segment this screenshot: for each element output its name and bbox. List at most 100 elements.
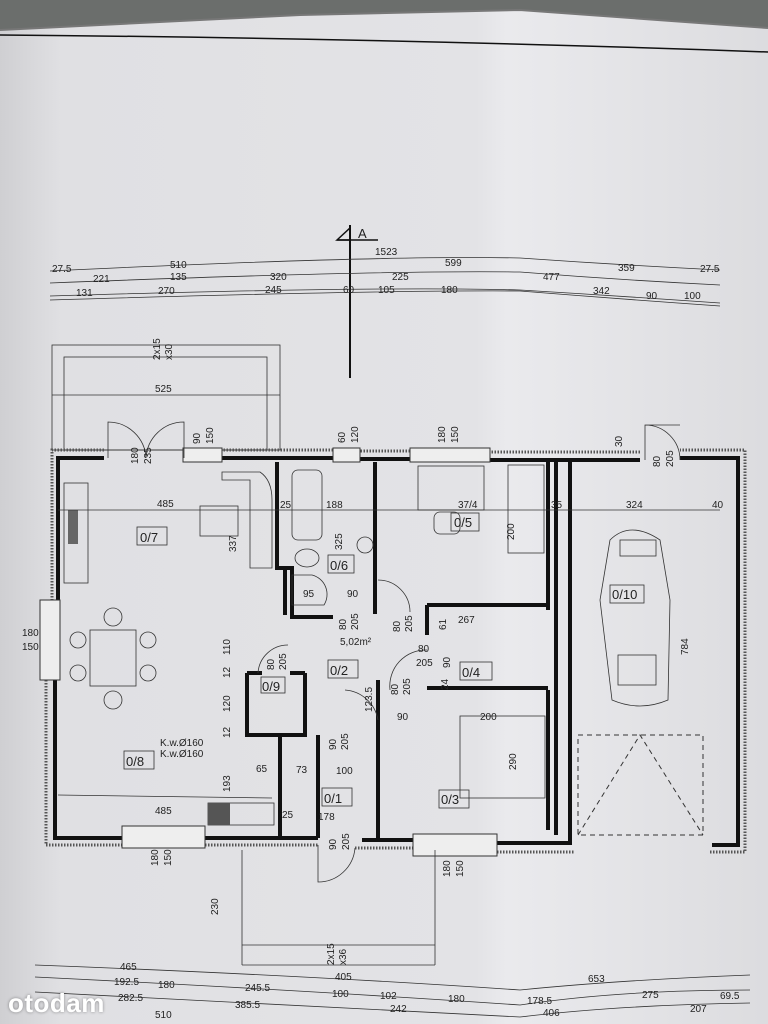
dim-label: 485: [157, 499, 174, 510]
dim-label: 180: [442, 860, 453, 877]
chimney-label: K.w.Ø160: [160, 749, 204, 760]
dim-label: 267: [458, 615, 475, 626]
dim-label: 290: [508, 753, 519, 770]
dim-label: 205: [350, 613, 361, 630]
dim-label: 205: [665, 450, 676, 467]
dim-label: 90: [397, 712, 409, 723]
terrace-steps-depth: x30: [164, 343, 175, 360]
dim-label: 120: [350, 426, 361, 443]
dim-label: 30: [614, 435, 625, 447]
dim-label: 180: [441, 285, 458, 296]
entry-path: 230 2x15 x36: [210, 850, 436, 966]
room-label: 0/3: [441, 792, 459, 807]
dim-label: 150: [450, 426, 461, 443]
toilet: [294, 548, 320, 568]
watermark-logo: otodam: [8, 988, 105, 1018]
room-label: 0/4: [462, 665, 480, 680]
hall-area: 5,02m²: [340, 637, 372, 648]
chimney-label: K.w.Ø160: [160, 738, 204, 749]
dim-label: 188: [326, 500, 343, 511]
dim-label: 235: [143, 447, 154, 464]
shower: [291, 574, 328, 606]
dim-label: 784: [680, 638, 691, 655]
dim-label: 282.5: [118, 993, 143, 1004]
dim-label: 27.5: [52, 264, 72, 275]
sofa: [221, 471, 273, 569]
dim-label: 102: [380, 991, 397, 1002]
dim-label: 180: [150, 849, 161, 866]
dim-label: 205: [402, 678, 413, 695]
dim-label: 510: [170, 260, 187, 271]
dim-label: 180: [158, 980, 175, 991]
dim-label: 90: [347, 589, 359, 600]
chair: [103, 607, 123, 627]
dim-label: 65: [256, 764, 268, 775]
exterior-insulation: [44, 448, 747, 854]
dim-label: 200: [506, 523, 517, 540]
dim-label: 653: [588, 974, 605, 985]
dim-label: 207: [690, 1004, 707, 1015]
coffee-table: [199, 505, 239, 537]
dim-label: 200: [480, 712, 497, 723]
opening-labels: 180 235 90 150 60 120 180 150 80 205 30 …: [22, 426, 676, 877]
dim-label: 40: [712, 500, 724, 511]
dim-label: 12: [222, 666, 233, 678]
section-marker: A: [335, 225, 378, 378]
chair: [69, 631, 87, 649]
dim-label: 90: [192, 432, 203, 444]
dim-label: 325: [334, 533, 345, 550]
dim-label: 245: [265, 285, 282, 296]
furniture: [57, 464, 546, 826]
room-label: 0/8: [126, 754, 144, 769]
dim-label: 324: [626, 500, 643, 511]
chair: [69, 664, 87, 682]
tv-icon: [68, 510, 78, 544]
dim-label: 230: [210, 898, 221, 915]
dim-label: 105: [378, 285, 395, 296]
dim-label: 242: [390, 1004, 407, 1015]
dim-label: 25: [280, 500, 292, 511]
dim-label: 90: [328, 838, 339, 850]
dim-label: 150: [163, 849, 174, 866]
dim-label: 178: [318, 812, 335, 823]
dim-label: 150: [455, 860, 466, 877]
dim-label: 205: [416, 658, 433, 669]
doors: [107, 421, 681, 883]
dim-label: 270: [158, 286, 175, 297]
dim-label: 465: [120, 962, 137, 973]
dim-label: 337: [228, 535, 239, 552]
dim-label: 24: [440, 678, 451, 690]
wardrobe: [507, 464, 545, 554]
room-labels: 0/7 0/6 0/5 0/4 0/10 0/2 0/9 0/8 0/1 0/3…: [123, 512, 645, 809]
dim-overall: 1523: [375, 247, 398, 258]
sink: [356, 536, 374, 554]
dim-label: 477: [543, 272, 560, 283]
dim-label: 485: [155, 806, 172, 817]
dim-label: 69.5: [720, 991, 740, 1002]
dim-label: 120: [222, 695, 233, 712]
exterior-walls: [53, 456, 740, 847]
dim-label: 80: [418, 644, 430, 655]
dim-label: 25: [282, 810, 294, 821]
dim-label: 60: [337, 431, 348, 443]
dim-label: 180: [437, 426, 448, 443]
room-label: 0/6: [330, 558, 348, 573]
dining-table: [89, 629, 137, 687]
dim-label: 359: [618, 263, 635, 274]
dim-label: 221: [93, 274, 110, 285]
dim-label: 110: [222, 639, 233, 655]
dim-label: 342: [593, 286, 610, 297]
dim-label: 80: [266, 658, 277, 670]
dim-label: 150: [205, 427, 216, 444]
dim-label: 123.5: [364, 687, 375, 712]
dim-label: 245.5: [245, 983, 270, 994]
dim-label: 193: [222, 775, 233, 792]
sheet-border: [0, 34, 768, 53]
dim-label: 90: [328, 738, 339, 750]
dim-label: 192.5: [114, 977, 139, 988]
car-icon: [599, 529, 671, 707]
dim-label: 135: [170, 272, 187, 283]
dim-label: 37/4: [458, 500, 478, 511]
terrace: 525 2x15 x30: [51, 338, 281, 451]
